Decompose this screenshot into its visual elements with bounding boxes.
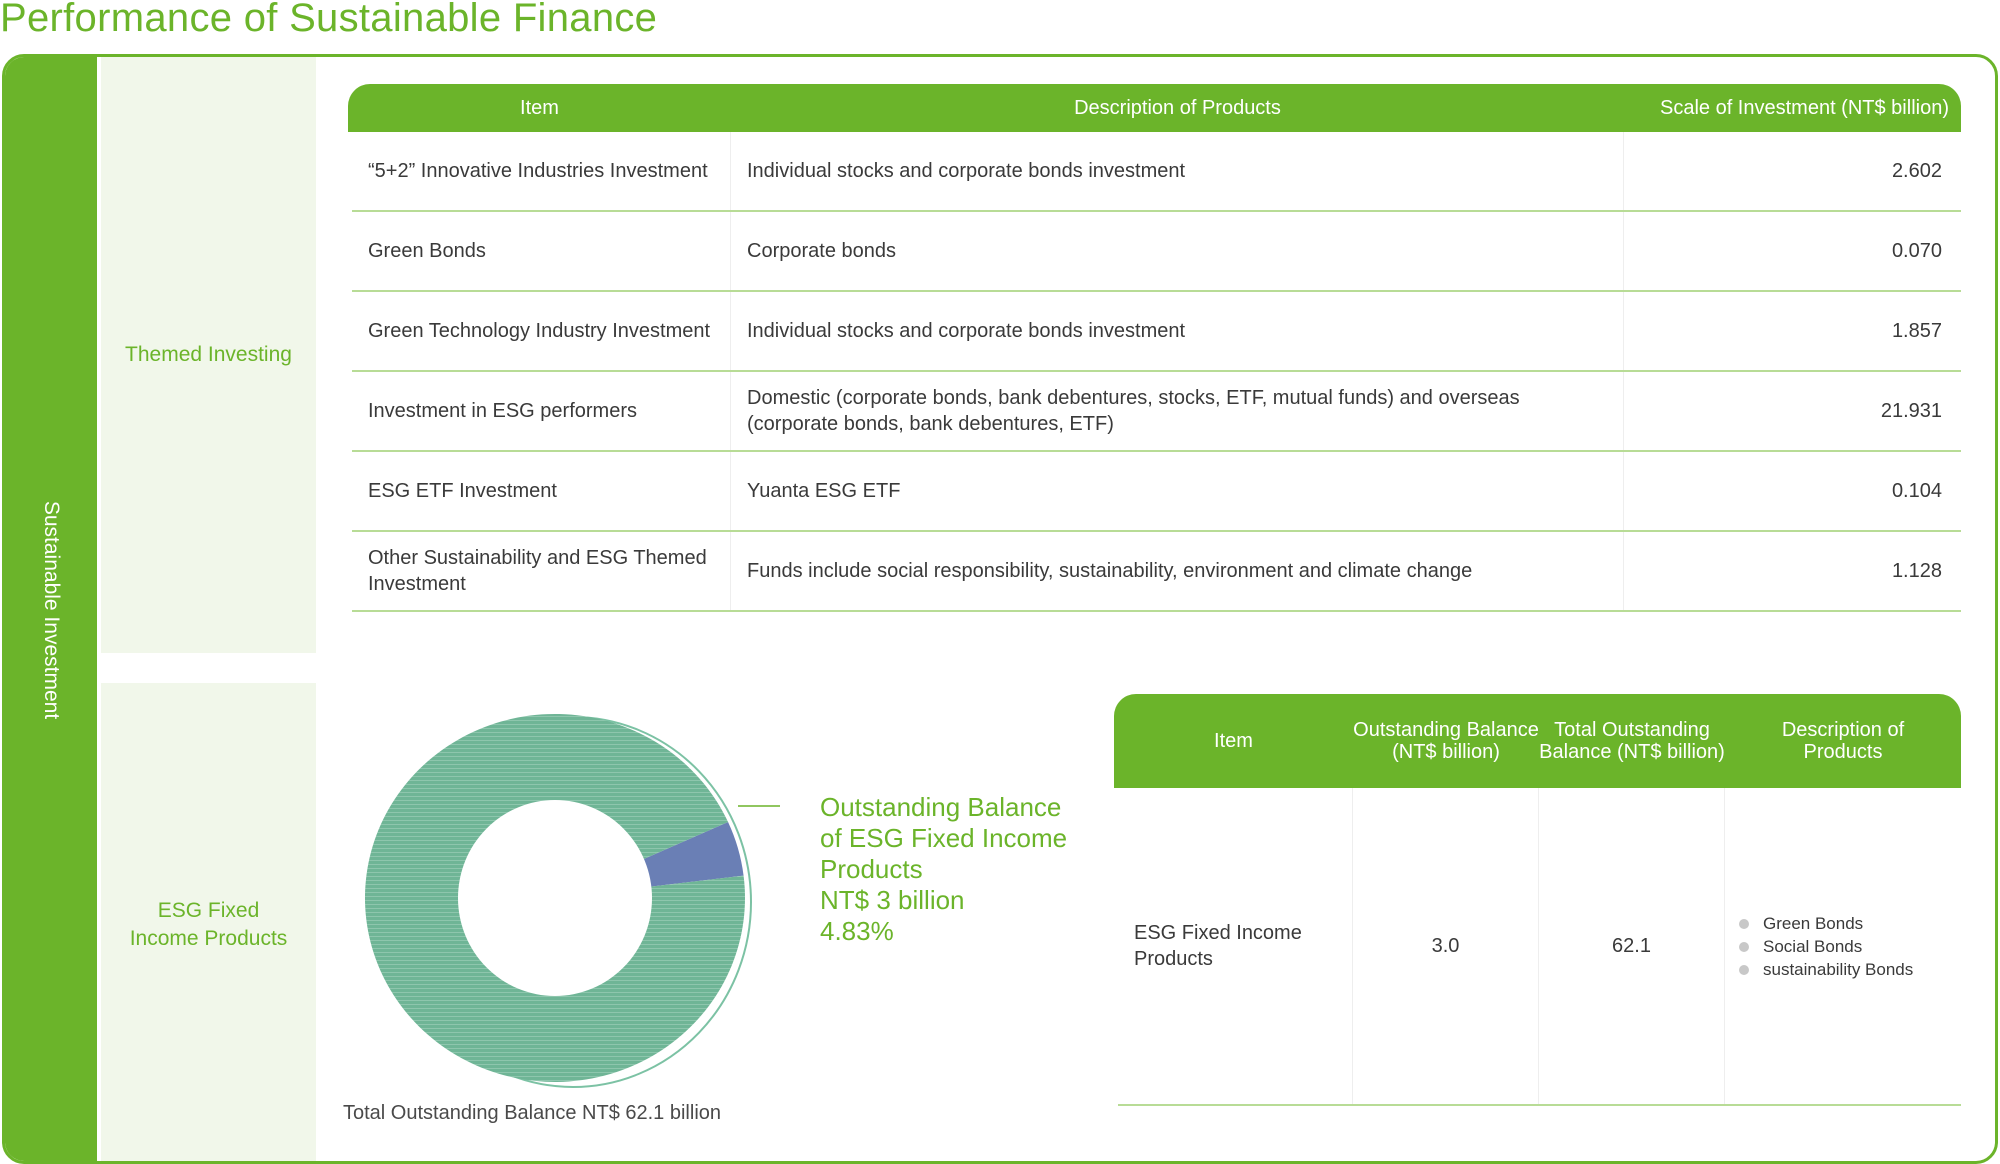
esg-fixed-income-table: Item Outstanding Balance (NT$ billion) T… <box>1114 694 1961 1106</box>
table-row: “5+2” Innovative Industries Investment I… <box>352 132 1961 212</box>
callout-line: of ESG Fixed Income <box>820 823 1068 853</box>
row-item: Green Bonds <box>352 212 731 290</box>
row-item: Other Sustainability and ESG Themed Inve… <box>352 532 731 610</box>
sustainable-finance-panel: Sustainable Investment Themed Investing … <box>2 54 1998 1164</box>
callout-line: Outstanding Balance <box>820 792 1062 822</box>
list-item: sustainability Bonds <box>1739 958 1913 981</box>
header-total: Total Outstanding Balance (NT$ billion) <box>1539 719 1725 763</box>
table-header: Item Outstanding Balance (NT$ billion) T… <box>1114 694 1961 788</box>
table-row: Other Sustainability and ESG Themed Inve… <box>352 532 1961 612</box>
row-scale: 0.070 <box>1891 240 1942 262</box>
header-scale: Scale of Investment (NT$ billion) <box>1659 96 1949 119</box>
side-bar: Sustainable Investment <box>5 57 97 1161</box>
row-description: Funds include social responsibility, sus… <box>731 532 1624 610</box>
row-item: ESG ETF Investment <box>352 452 731 530</box>
row-description: Green Bonds Social Bonds sustainability … <box>1725 788 1961 1104</box>
esg-fixed-income-donut-chart <box>364 713 780 1088</box>
header-description: Description of Products <box>1781 719 1905 763</box>
page-title: Performance of Sustainable Finance <box>0 0 658 40</box>
donut-hole <box>458 800 652 996</box>
table-row: Green Technology Industry Investment Ind… <box>352 292 1961 372</box>
table-row: Investment in ESG performers Domestic (c… <box>352 372 1961 452</box>
row-item: Investment in ESG performers <box>352 372 731 450</box>
row-outstanding: 3.0 <box>1353 788 1539 1104</box>
table-row: Green Bonds Corporate bonds 0.070 <box>352 212 1961 292</box>
row-scale: 21.931 <box>1880 400 1942 422</box>
header-outstanding: Outstanding Balance (NT$ billion) <box>1353 719 1539 763</box>
header-item: Item <box>520 96 559 119</box>
themed-investing-table: Item Description of Products Scale of In… <box>348 84 1961 612</box>
category-themed-investing: Themed Investing <box>101 57 316 653</box>
outstanding-balance-callout: Outstanding Balance of ESG Fixed Income … <box>820 792 1067 947</box>
table-row: ESG ETF Investment Yuanta ESG ETF 0.104 <box>352 452 1961 532</box>
row-description: Domestic (corporate bonds, bank debentur… <box>731 372 1624 450</box>
row-item: “5+2” Innovative Industries Investment <box>352 132 731 210</box>
row-scale: 0.104 <box>1891 480 1942 502</box>
list-item: Green Bonds <box>1739 912 1913 935</box>
row-scale: 2.602 <box>1891 160 1942 182</box>
row-scale: 1.857 <box>1891 320 1942 342</box>
row-scale: 1.128 <box>1891 560 1942 582</box>
row-item: Green Technology Industry Investment <box>352 292 731 370</box>
category-label: ESG Fixed Income Products <box>129 899 288 950</box>
row-item: ESG Fixed Income Products <box>1118 788 1353 1104</box>
category-label: Themed Investing <box>125 343 292 366</box>
header-item: Item <box>1214 730 1253 752</box>
callout-line: Products <box>820 854 923 884</box>
row-description: Yuanta ESG ETF <box>731 452 1624 530</box>
callout-line: NT$ 3 billion <box>820 885 965 915</box>
table-header: Item Description of Products Scale of In… <box>348 84 1961 132</box>
row-total: 62.1 <box>1539 788 1725 1104</box>
row-description: Individual stocks and corporate bonds in… <box>731 132 1624 210</box>
callout-line: 4.83% <box>820 916 894 946</box>
header-description: Description of Products <box>1074 96 1281 119</box>
category-esg-fixed-income: ESG Fixed Income Products <box>101 683 316 1161</box>
product-list: Green Bonds Social Bonds sustainability … <box>1725 912 1913 981</box>
table-row: ESG Fixed Income Products 3.0 62.1 Green… <box>1118 788 1961 1106</box>
row-description: Corporate bonds <box>731 212 1624 290</box>
side-label: Sustainable Investment <box>40 500 63 720</box>
row-description: Individual stocks and corporate bonds in… <box>731 292 1624 370</box>
list-item: Social Bonds <box>1739 935 1913 958</box>
chart-footer: Total Outstanding Balance NT$ 62.1 billi… <box>343 1102 722 1124</box>
